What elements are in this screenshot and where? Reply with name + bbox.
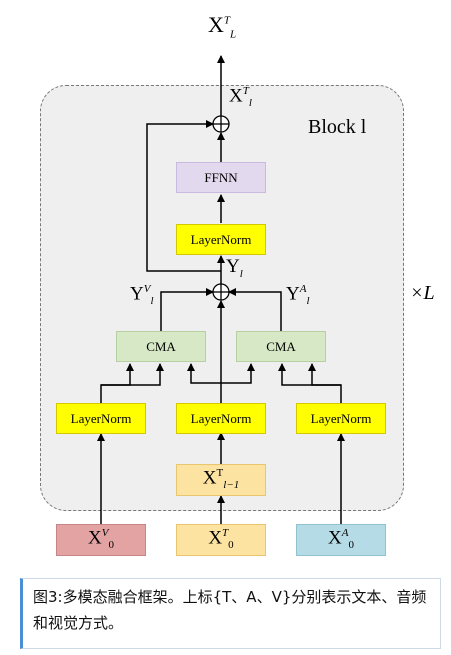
x0-text-box: XT0 [176, 524, 266, 556]
block-output-symbol: XTl [229, 85, 252, 110]
x0-visual-symbol: XV0 [88, 527, 114, 552]
arrow-ln-left-to-cma-left-a [100, 363, 134, 403]
arrow-mid-to-cma-right [221, 363, 255, 384]
block-label: Block l [308, 116, 367, 138]
arrow-ln-right-to-cma-right-a [308, 363, 342, 403]
layernorm-right-box: LayerNorm [296, 403, 386, 434]
arrow-mid-to-cma-left [187, 363, 221, 384]
x0-text-symbol: XT0 [208, 527, 234, 552]
arrow-cma-left-to-sum [160, 288, 214, 331]
y-symbol: Yl [226, 256, 243, 280]
y-audio-symbol: YAl [286, 283, 310, 308]
ffnn-box: FFNN [176, 162, 266, 193]
layernorm-top-box: LayerNorm [176, 224, 266, 255]
layernorm-mid-box: LayerNorm [176, 403, 266, 434]
layernorm-left-box: LayerNorm [56, 403, 146, 434]
arrow-ln-left-to-cma-left-b [101, 363, 164, 386]
x0-audio-box: XA0 [296, 524, 386, 556]
arrow-cma-right-to-sum [228, 288, 282, 331]
repeat-label: ×L [410, 282, 435, 304]
x0-visual-box: XV0 [56, 524, 146, 556]
arrow-residual [146, 120, 221, 272]
figure-caption: 图3:多模态融合框架。上标{T、A、V}分别表示文本、音频和视觉方式。 [20, 578, 441, 649]
x-prev-symbol: XTl−1 [202, 467, 240, 492]
x-prev-box: XTl−1 [176, 464, 266, 496]
output-symbol: XTL [208, 12, 237, 41]
y-visual-symbol: YVl [130, 283, 154, 308]
x0-audio-symbol: XA0 [328, 527, 354, 552]
cma-left-box: CMA [116, 331, 206, 362]
cma-right-box: CMA [236, 331, 326, 362]
arrow-ln-right-to-cma-right-b [278, 363, 341, 386]
